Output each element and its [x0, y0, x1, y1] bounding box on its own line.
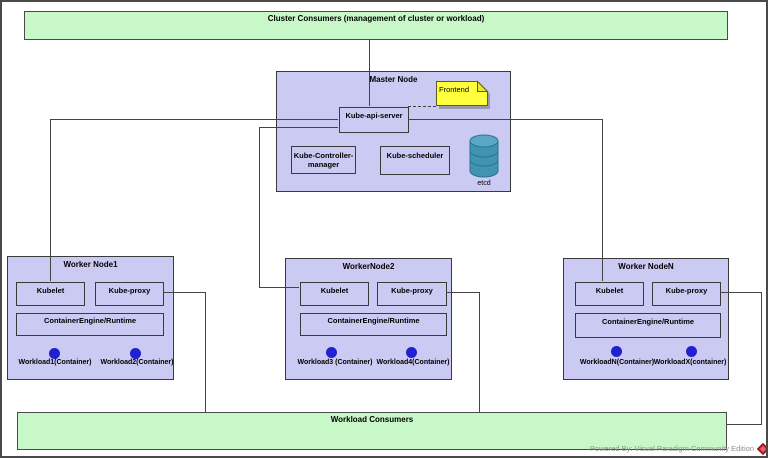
- frontend-note-label: Frontend: [439, 85, 470, 94]
- master-node[interactable]: Master Node Kube-api-server Kube-Control…: [276, 71, 511, 192]
- worker-node-n-kubelet-box[interactable]: Kubelet: [575, 282, 644, 306]
- master-node-title: Master Node: [369, 75, 418, 84]
- worker-node-2-title: WorkerNode2: [342, 262, 395, 271]
- workload-3-label: Workload3 (Container): [297, 359, 373, 366]
- workload-1-label: Workload1(Container): [18, 359, 92, 366]
- worker-node-1-kubelet-box[interactable]: Kubelet: [16, 282, 85, 306]
- workload-dot-icon[interactable]: [130, 348, 141, 359]
- worker-node-2-kubelet-box[interactable]: Kubelet: [300, 282, 369, 306]
- worker-node-n-runtime-box[interactable]: ContainerEngine/Runtime: [575, 313, 721, 338]
- worker-node-n-kube-proxy-box[interactable]: Kube-proxy: [652, 282, 721, 306]
- worker-node-1-kube-proxy-box[interactable]: Kube-proxy: [95, 282, 164, 306]
- cluster-consumers-label: Cluster Consumers (management of cluster…: [267, 14, 485, 23]
- worker-node-n-title: Worker NodeN: [618, 262, 674, 271]
- workload-2-label: Workload2(Container): [100, 359, 174, 366]
- worker-node-n[interactable]: Worker NodeN Kubelet Kube-proxy Containe…: [563, 258, 729, 380]
- workload-n-label: WorkloadN(Container): [579, 359, 655, 366]
- workload-dot-icon[interactable]: [611, 346, 622, 357]
- workload-dot-icon[interactable]: [326, 347, 337, 358]
- worker-node-1[interactable]: Worker Node1 Kubelet Kube-proxy Containe…: [7, 256, 174, 380]
- worker-node-1-runtime-box[interactable]: ContainerEngine/Runtime: [16, 313, 164, 336]
- workload-dot-icon[interactable]: [49, 348, 60, 359]
- kube-api-server-box[interactable]: Kube-api-server: [339, 107, 409, 133]
- workload-dot-icon[interactable]: [406, 347, 417, 358]
- worker-node-1-title: Worker Node1: [63, 260, 118, 269]
- worker-node-2-runtime-box[interactable]: ContainerEngine/Runtime: [300, 313, 447, 336]
- watermark-text: Powered By: Visual Paradigm Community Ed…: [589, 444, 754, 453]
- workload-4-label: Workload4(Container): [376, 359, 450, 366]
- workload-x-label: WorkloadX(container): [653, 359, 727, 366]
- visual-paradigm-logo-icon: [757, 443, 766, 455]
- workload-dot-icon[interactable]: [686, 346, 697, 357]
- etcd-label: etcd: [477, 180, 491, 187]
- worker-node-2[interactable]: WorkerNode2 Kubelet Kube-proxy Container…: [285, 258, 452, 380]
- workload-consumers-label: Workload Consumers: [330, 415, 414, 424]
- kube-scheduler-box[interactable]: Kube-scheduler: [380, 146, 450, 175]
- worker-node-2-kube-proxy-box[interactable]: Kube-proxy: [377, 282, 447, 306]
- workload-consumers-node[interactable]: Workload Consumers: [17, 412, 727, 450]
- cluster-consumers-node[interactable]: Cluster Consumers (management of cluster…: [24, 11, 728, 40]
- kube-controller-manager-box[interactable]: Kube-Controller- manager: [291, 146, 356, 174]
